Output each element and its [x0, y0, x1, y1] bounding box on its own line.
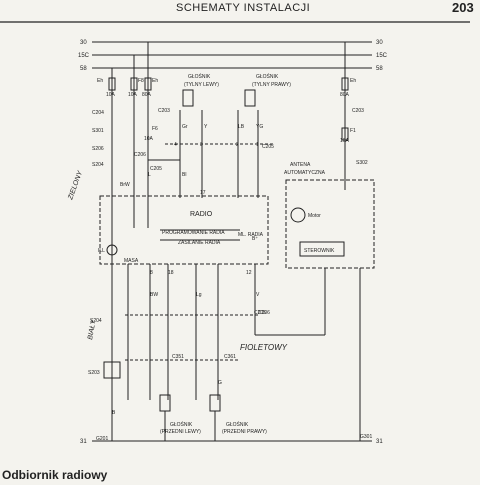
handwritten-bialy: BIAŁY: [87, 318, 98, 340]
antenna-title-1: ANTENA: [290, 162, 311, 168]
speaker-rear-right-sublabel: (TYLNY PRAWY): [252, 82, 291, 88]
splice-s203: S203: [88, 370, 100, 376]
splice-s206: S206: [92, 146, 104, 152]
fuse-f1: F1: [350, 128, 356, 134]
wire-yg: YG: [256, 124, 263, 130]
rear-right-speaker: [244, 89, 256, 107]
fuse-f8: F8: [138, 78, 144, 84]
radio-ml-label: ML. RADIA: [238, 232, 264, 238]
rail-30-label-left: 30: [80, 40, 87, 46]
rail-15c-label-left: 15C: [78, 53, 90, 59]
splice-s204-low: S204: [90, 318, 102, 324]
pin-17: 17: [200, 190, 206, 196]
ill-lamp: [106, 244, 118, 256]
fuse-10a-2: 10A: [128, 92, 138, 98]
pin-4: 4: [174, 142, 177, 148]
fuse-eh-right: Eh: [350, 78, 356, 84]
connector-c205-mid: C205: [150, 166, 162, 172]
antenna-motor-label: Motor: [308, 213, 321, 219]
rail-30-label-right: 30: [376, 40, 383, 46]
wire-v: V: [256, 292, 260, 298]
rail-31-label-right: 31: [376, 439, 383, 445]
pin-12: 12: [246, 270, 252, 276]
s203-block: [103, 361, 121, 379]
handwritten-fioletowy: FIOLETOWY: [240, 343, 288, 352]
connector-c206-right: C206: [258, 310, 270, 316]
connector-c205-low: C205: [254, 310, 266, 316]
wire-gr: Gr: [182, 124, 188, 130]
wire-b: B: [112, 410, 116, 416]
page-title: SCHEMATY INSTALACJI: [176, 2, 311, 14]
antenna-motor-symbol: [290, 207, 306, 223]
speaker-front-left-sublabel: (PRZEDNI LEWY): [160, 429, 201, 435]
radio-unit: [99, 195, 269, 265]
fuse-10a-4: 10A: [340, 138, 350, 144]
wire-bw: BW: [150, 292, 158, 298]
wire-bl: Bl: [182, 172, 186, 178]
connector-c203-right: C203: [352, 108, 364, 114]
splice-s204-top: S204: [92, 162, 104, 168]
speaker-rear-left-label: GŁOŚNIK: [188, 72, 211, 80]
handwritten-zielony: ZIELONY: [67, 169, 85, 202]
antenna-controller-label: STEROWNIK: [304, 248, 335, 254]
speaker-rear-right-label: GŁOŚNIK: [256, 72, 279, 80]
speaker-front-left-label: GŁOŚNIK: [170, 420, 193, 428]
fuse-80a-1: 80A: [142, 92, 152, 98]
rail-15c-label-right: 15C: [376, 53, 388, 59]
rail-58-label-right: 58: [376, 66, 383, 72]
pin-3: 3: [200, 142, 203, 148]
radio-zasil-label: ZASILANIE RADIA: [178, 240, 221, 246]
wire-brw: BrW: [120, 182, 130, 188]
pin-8: 8: [150, 270, 153, 276]
splice-s302: S302: [356, 160, 368, 166]
antenna-unit: [285, 179, 375, 269]
wire-lg: Lg: [196, 292, 202, 298]
wire-y: Y: [204, 124, 208, 130]
wire-lb: LB: [238, 124, 245, 130]
rail-31-label-left: 31: [80, 439, 87, 445]
fuse-f6: F6: [152, 126, 158, 132]
rear-left-speaker: [182, 89, 194, 107]
wire-g: G: [218, 380, 222, 386]
speaker-front-right-sublabel: (PRZEDNI PRAWY): [222, 429, 267, 435]
rail-58-label-left: 58: [80, 66, 87, 72]
radio-prog-label: PROGRAMOWANIE RADIA: [162, 230, 225, 236]
pin-18: 18: [168, 270, 174, 276]
splice-s301: S301: [92, 128, 104, 134]
connector-c351: C351: [172, 354, 184, 360]
fuse-80a-2: 80A: [340, 92, 350, 98]
connector-c206: C206: [134, 152, 146, 158]
pin-1: 1: [256, 142, 259, 148]
pin-2: 2: [236, 142, 239, 148]
speaker-front-right-label: GŁOŚNIK: [226, 420, 249, 428]
radio-title: RADIO: [190, 211, 213, 218]
connector-c361: C361: [224, 354, 236, 360]
ill-label: ILL: [98, 248, 105, 254]
page-number: 203: [452, 0, 474, 15]
connector-c203: C203: [158, 108, 170, 114]
figure-caption: Odbiornik radiowy: [2, 468, 108, 482]
connector-c204-top: C204: [92, 110, 104, 116]
antenna-title-2: AUTOMATYCZNA: [284, 170, 326, 176]
fuse-eh-mid: Eh: [152, 78, 158, 84]
fuse-10a-3: 10A: [144, 136, 154, 142]
connector-c205: C205: [262, 144, 274, 150]
fuse-eh-left: Eh: [97, 78, 103, 84]
fuse-10a-1: 10A: [106, 92, 116, 98]
ground-g301: G301: [360, 434, 372, 440]
pin-bplus: B⁺: [252, 236, 258, 242]
antenna-controller: [299, 241, 345, 257]
masa-label: MASA: [124, 258, 139, 264]
wire-l: L: [148, 172, 151, 178]
ground-g201: G201: [96, 436, 108, 442]
speaker-rear-left-sublabel: (TYLNY LEWY): [184, 82, 219, 88]
